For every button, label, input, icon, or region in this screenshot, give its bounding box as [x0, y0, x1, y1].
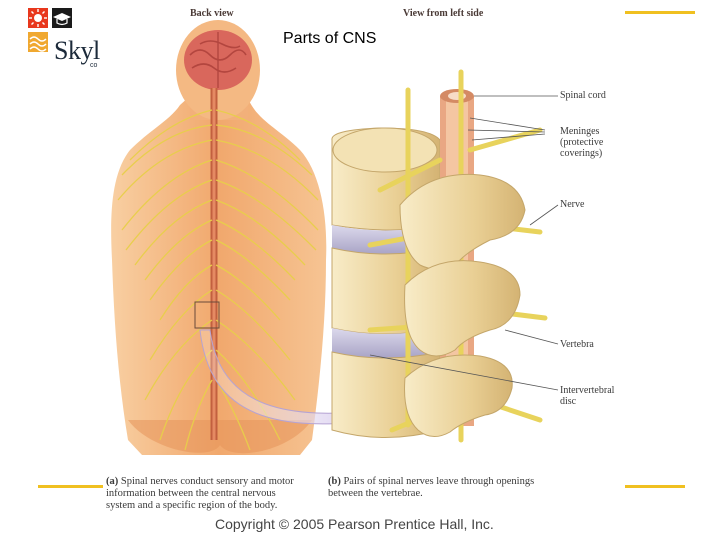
skyline-logo: Skyl co [28, 8, 108, 69]
accent-line-bottom-right [625, 485, 685, 488]
callout-meninges: Meninges (protective coverings) [560, 126, 604, 159]
caption-b: (b) Pairs of spinal nerves leave through… [328, 476, 535, 499]
slide-title: Parts of CNS [283, 30, 377, 47]
view-label-left-side: View from left side [403, 8, 484, 19]
callout-nerve: Nerve [560, 199, 585, 210]
caption-a-tag: (a) [106, 476, 119, 487]
human-back-view [111, 20, 327, 455]
view-label-back: Back view [190, 8, 234, 19]
caption-b-tag: (b) [328, 476, 341, 487]
copyright-text: Copyright © 2005 Pearson Prentice Hall, … [215, 516, 494, 532]
callout-spinal-cord: Spinal cord [560, 90, 606, 101]
callout-intervertebral-disc: Intervertebral disc [560, 385, 615, 407]
spinal-column-view [331, 69, 548, 443]
caption-a: (a) Spinal nerves conduct sensory and mo… [106, 476, 294, 511]
graduation-cap-icon [52, 8, 72, 28]
accent-line-top-right [625, 11, 695, 14]
sun-icon [28, 8, 48, 28]
callout-vertebra: Vertebra [560, 339, 594, 350]
logo-brand-text: Skyl [54, 36, 100, 65]
accent-line-bottom-left [38, 485, 103, 488]
logo-sub-text: co [90, 62, 98, 69]
wave-icon [28, 32, 48, 52]
